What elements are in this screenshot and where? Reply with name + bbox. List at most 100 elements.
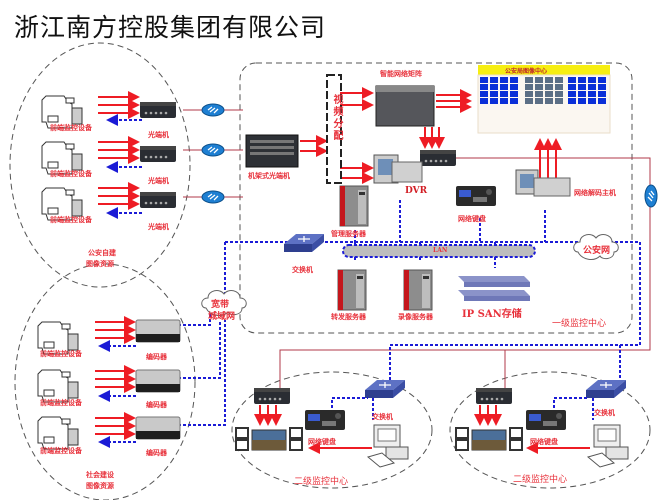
rack-optical-label: 机架式光端机: [248, 171, 290, 180]
video-wall-screen: [555, 98, 563, 104]
ipsan-label: IP SAN存储: [462, 309, 522, 320]
social-camera-label: 前端监控设备: [40, 446, 82, 455]
ip-san: [458, 276, 530, 301]
switch-label: 交换机: [292, 265, 313, 274]
police-resource-region: [9, 42, 191, 288]
level2-keyboard-label: 网络键盘: [308, 437, 336, 446]
video-wall-screen: [598, 84, 606, 90]
level1-center-label: 一级监控中心: [552, 319, 607, 329]
police-optical-label: 光端机: [148, 176, 169, 185]
level2-center-a-label: 二级监控中心: [294, 477, 349, 487]
social-resource-region: [14, 263, 196, 500]
encoder-label: 编码器: [146, 448, 167, 457]
video-wall-screen: [545, 91, 553, 97]
video-wall-screen: [490, 91, 498, 97]
police-camera-label: 前端监控设备: [50, 215, 92, 224]
video-wall-screen: [510, 91, 518, 97]
video-wall-screen: [578, 84, 586, 90]
social-region-label-2: 图像资源: [86, 481, 114, 490]
level2-center-b-region: [449, 371, 651, 489]
police-optical-label: 光端机: [148, 130, 169, 139]
police-net-label: 公安网: [583, 246, 611, 256]
video-wall-screen: [568, 91, 576, 97]
video-wall-screen: [568, 98, 576, 104]
video-wall-screen: [545, 84, 553, 90]
level2-keyboard-label: 网络键盘: [530, 437, 558, 446]
video-wall-screen: [525, 98, 533, 104]
video-wall-screen: [598, 77, 606, 83]
video-wall-screen: [588, 98, 596, 104]
video-wall-screen: [525, 84, 533, 90]
police-region-label-2: 图像资源: [86, 259, 114, 268]
mgmt-server-label: 管理服务器: [331, 229, 366, 238]
video-wall-title: 公安局图像中心: [505, 68, 548, 75]
video-wall-screen: [555, 77, 563, 83]
lan-label: LAN: [433, 247, 448, 254]
video-wall-screen: [500, 91, 508, 97]
video-wall-screen: [480, 77, 488, 83]
video-wall-screen: [490, 77, 498, 83]
video-wall-screen: [535, 77, 543, 83]
video-wall-screen: [578, 77, 586, 83]
level2-switch-label: 交换机: [372, 412, 393, 421]
broadband-label-1: 宽带: [211, 300, 230, 310]
video-wall-screen: [578, 98, 586, 104]
video-wall-screen: [490, 98, 498, 104]
video-wall-screen: [555, 84, 563, 90]
police-camera-label: 前端监控设备: [50, 123, 92, 132]
video-split-bracket: [326, 74, 342, 184]
page-title: 浙江南方控股集团有限公司: [14, 13, 327, 42]
dvr-label: DVR: [405, 186, 428, 196]
video-wall-screen: [545, 77, 553, 83]
matrix-device: [375, 85, 435, 127]
forward-server-label: 转发服务器: [331, 312, 366, 321]
video-wall-screen: [490, 84, 498, 90]
social-region-label-1: 社会建设: [86, 470, 114, 479]
video-wall-screen: [568, 77, 576, 83]
lan-bus: [342, 244, 536, 258]
video-wall-screen: [500, 84, 508, 90]
social-front-devices: [37, 319, 181, 450]
level2-switch-label: 交换机: [594, 408, 615, 417]
video-wall-screen: [510, 84, 518, 90]
rack-optical-terminal: [245, 134, 299, 168]
video-wall-screen: [568, 84, 576, 90]
network-links: [178, 200, 641, 426]
video-wall-screen: [535, 91, 543, 97]
video-wall-screen: [510, 98, 518, 104]
video-wall-screen: [500, 77, 508, 83]
police-camera-label: 前端监控设备: [50, 169, 92, 178]
video-wall-screen: [588, 84, 596, 90]
decoder-host-label: 网络解码主机: [574, 188, 616, 197]
broadband-label-2: 城域网: [208, 312, 236, 322]
social-camera-label: 前端监控设备: [40, 398, 82, 407]
video-wall-screen: [480, 91, 488, 97]
video-wall-screen: [480, 98, 488, 104]
net-keyboard-label: 网络键盘: [458, 214, 486, 223]
encoder-label: 编码器: [146, 352, 167, 361]
video-wall-screen: [510, 77, 518, 83]
record-server-label: 录像服务器: [398, 312, 433, 321]
police-optical-label: 光端机: [148, 222, 169, 231]
police-signal-arrows: [98, 91, 140, 210]
video-wall-screen: [555, 91, 563, 97]
video-split-label: 视频分配: [331, 94, 342, 142]
video-wall-screen: [535, 98, 543, 104]
level2-center-a-region: [231, 371, 433, 489]
level2-center-b-label: 二级监控中心: [513, 475, 568, 485]
video-wall-screen: [500, 98, 508, 104]
video-wall-screen: [578, 91, 586, 97]
decoder-host: [515, 169, 571, 197]
dvr-device: [373, 154, 423, 184]
video-wall-screen: [480, 84, 488, 90]
video-wall-screen: [598, 91, 606, 97]
video-wall-screen: [545, 98, 553, 104]
encoder-label: 编码器: [146, 400, 167, 409]
video-wall-screen: [525, 77, 533, 83]
level1-center-region: [239, 62, 633, 334]
social-camera-label: 前端监控设备: [40, 349, 82, 358]
video-wall-screen: [525, 91, 533, 97]
video-wall-screen: [535, 84, 543, 90]
video-wall-screen: [588, 91, 596, 97]
